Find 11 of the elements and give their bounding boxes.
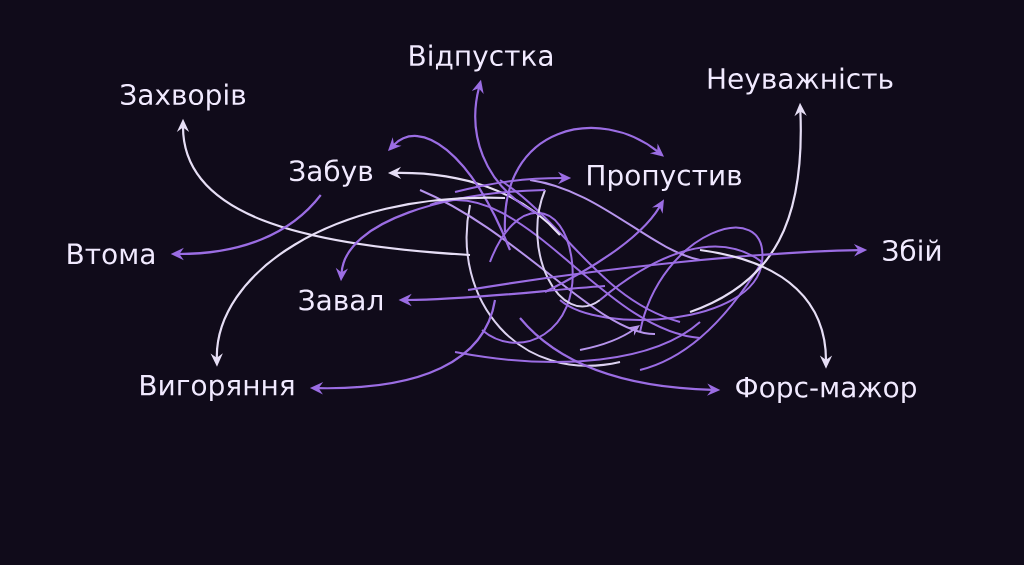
word-label: Пропустив — [588, 164, 742, 192]
word-label: Неуважність — [708, 67, 893, 95]
word-label: Завал — [299, 289, 382, 311]
word-label: Забув — [290, 159, 373, 187]
word-label: Форс-мажор — [736, 376, 916, 404]
word-label: Відпустка — [410, 44, 552, 72]
word-label: Збій — [883, 238, 941, 262]
word-label: Захворів — [121, 83, 246, 111]
word-label: Вигоряння — [141, 374, 294, 402]
arrow — [503, 126, 664, 233]
word-label: Втома — [68, 243, 154, 265]
